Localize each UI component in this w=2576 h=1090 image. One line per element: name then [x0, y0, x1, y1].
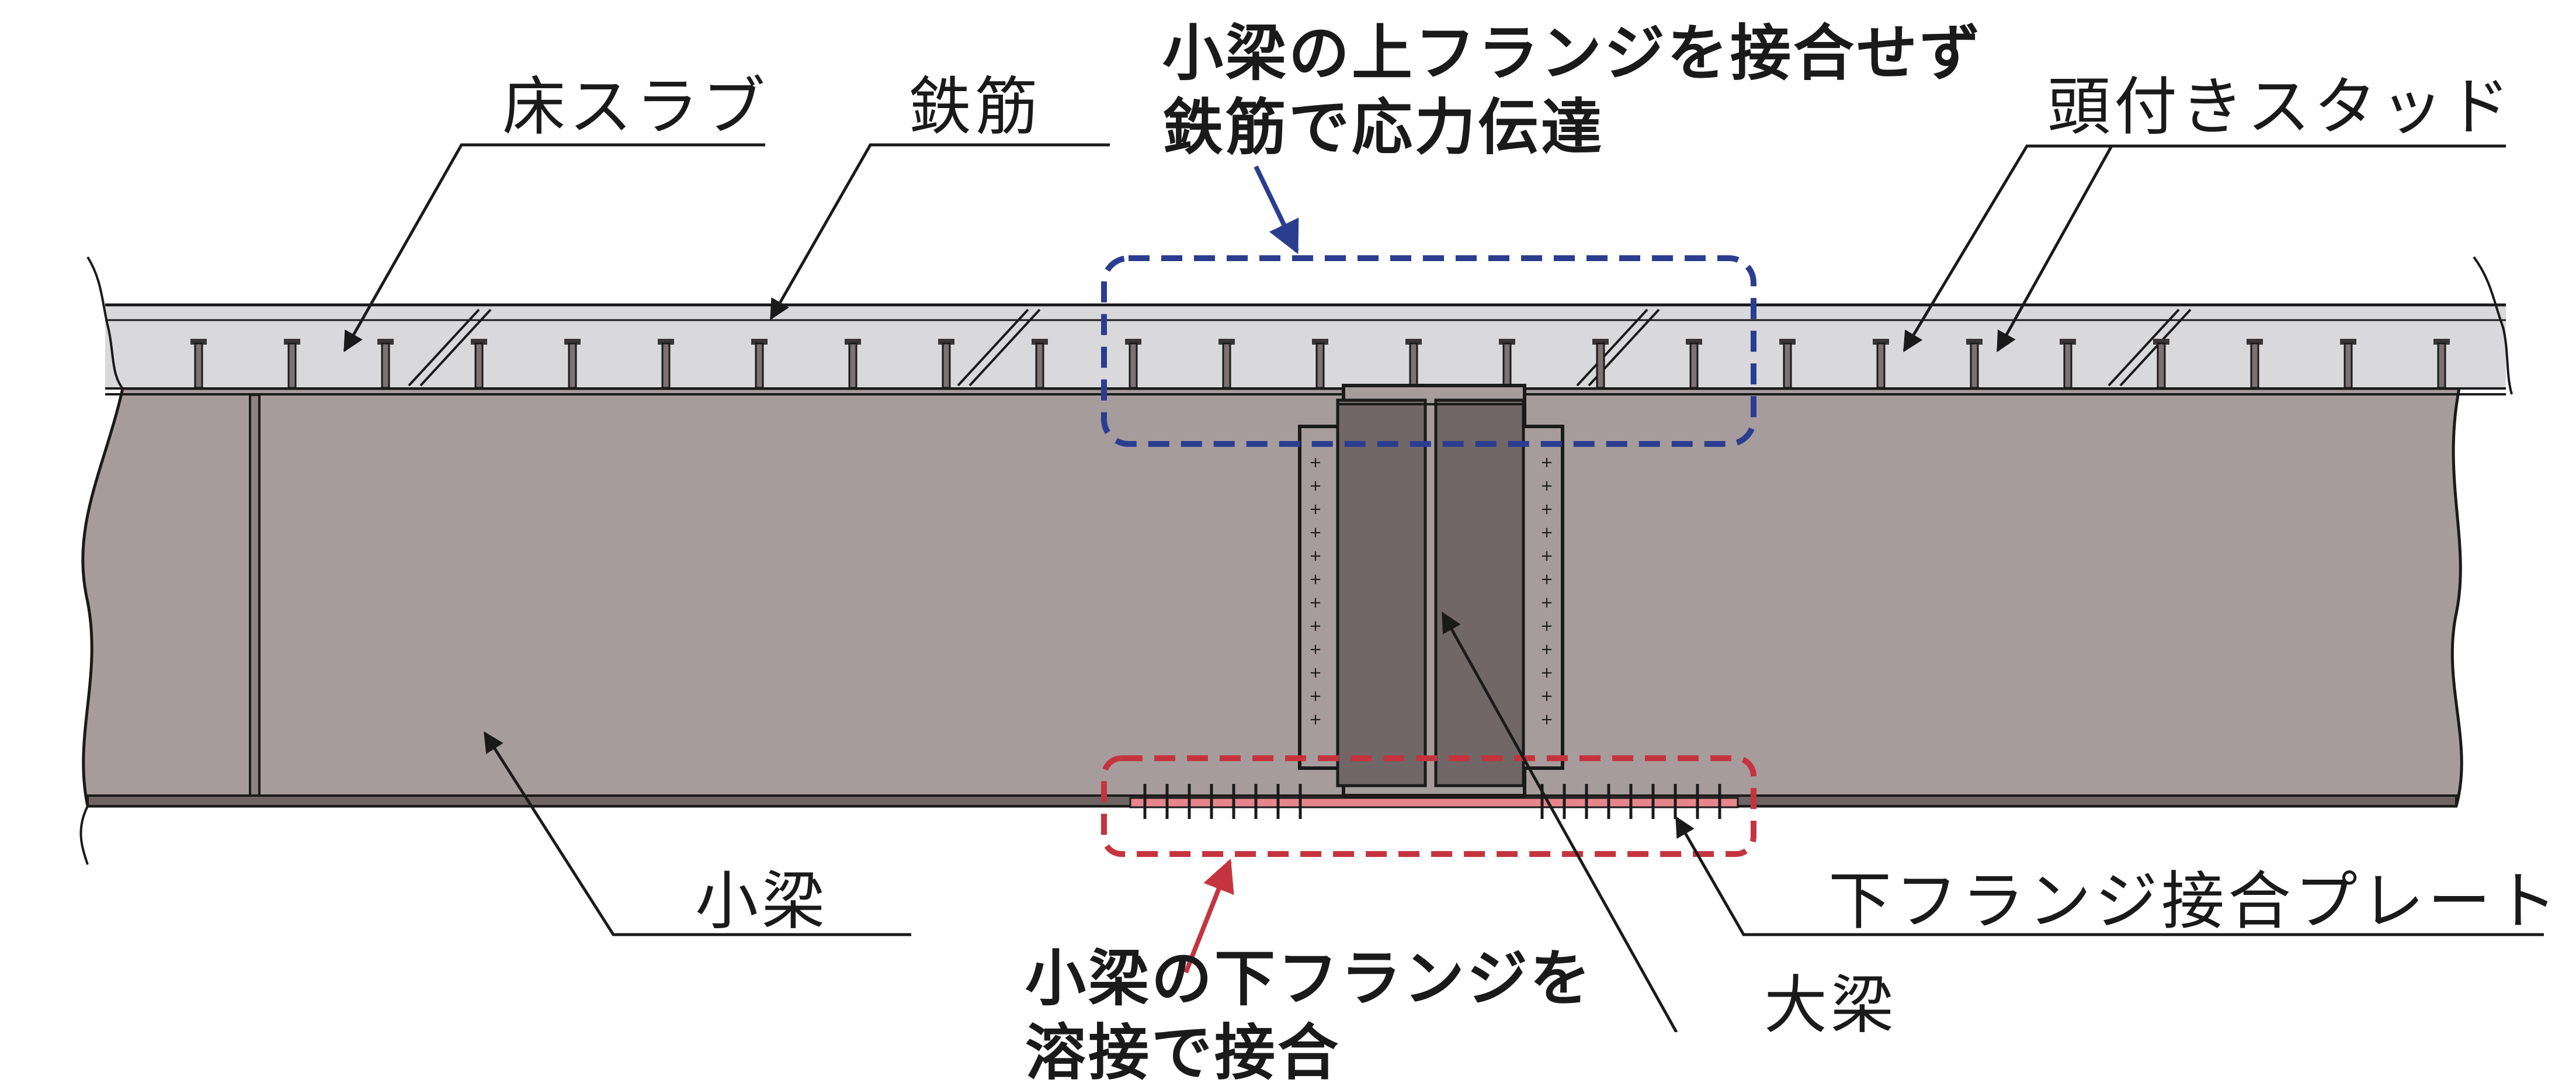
- bolt-mark: +: [1540, 547, 1553, 565]
- left-break-line-lower: [79, 806, 89, 865]
- label-top-note: 小梁の上フランジを接合せず 鉄筋で応力伝達: [1162, 16, 1983, 165]
- stud: [1125, 339, 1141, 389]
- bolt-mark: +: [1540, 664, 1553, 682]
- main-beam: [1298, 384, 1564, 797]
- stud: [564, 339, 581, 389]
- bolt-mark: +: [1309, 594, 1322, 612]
- bolt-mark: +: [1540, 688, 1553, 705]
- main-beam-left-half: [1336, 398, 1427, 787]
- label-small-beam: 小梁: [695, 865, 829, 938]
- bolt-mark: +: [1540, 711, 1553, 728]
- stud: [190, 339, 207, 389]
- stud: [377, 339, 394, 389]
- top-note-line-1: 小梁の上フランジを接合せず: [1162, 18, 1983, 89]
- bolt-mark: +: [1309, 524, 1322, 541]
- bolt-mark: +: [1309, 571, 1322, 588]
- lower-flange-plate: [1129, 797, 1739, 808]
- bolt-mark: +: [1540, 454, 1553, 471]
- stud: [2153, 339, 2169, 389]
- stud: [2433, 339, 2450, 389]
- label-main-beam: 大梁: [1764, 969, 1898, 1042]
- rebar-diagonals: [408, 308, 2192, 387]
- bottom-note-line-1: 小梁の下フランジを: [1025, 943, 1593, 1014]
- stud: [2247, 339, 2263, 389]
- stud: [1312, 339, 1328, 389]
- beam-joint-diagram: + + + + + + + + + + + + + + + + + + + + + + + + 床スラブ 鉄筋 頭付きスタッド…: [79, 16, 2561, 1088]
- bolt-mark: +: [1540, 571, 1553, 588]
- bolt-mark: +: [1309, 688, 1322, 705]
- stud: [471, 339, 487, 389]
- main-beam-right-half: [1434, 398, 1525, 787]
- stud: [1966, 339, 1983, 389]
- bolt-mark: +: [1540, 524, 1553, 541]
- label-bottom-note: 小梁の下フランジを 溶接で接合: [1025, 942, 1593, 1090]
- leader-top-note: [1254, 165, 1299, 255]
- leader-stud-2: [1996, 145, 2113, 353]
- floor-slab-band: [105, 307, 2506, 388]
- headed-studs: [190, 339, 2450, 389]
- bolt-mark: +: [1540, 641, 1553, 658]
- stud: [1218, 339, 1235, 389]
- bottom-highlight-box: [1101, 755, 1756, 857]
- leader-bottom-plate: [1675, 815, 2544, 936]
- stud: [1032, 339, 1048, 389]
- small-beam-web: [81, 387, 2463, 808]
- leader-small-beam: [483, 731, 911, 936]
- stiffener: [249, 394, 261, 797]
- leader-main-beam: [1441, 611, 1678, 1032]
- stud: [284, 339, 300, 389]
- connection-bolts: + + + + + + + + + + + + + + + + + + + + + + + +: [1309, 454, 1553, 728]
- leader-rebar: [769, 143, 1110, 321]
- weld-ticks: [1143, 784, 1721, 819]
- leader-bottom-note: [1183, 858, 1234, 974]
- bolt-mark: +: [1540, 477, 1553, 495]
- bolt-mark: +: [1309, 454, 1322, 471]
- drawing-canvas: + + + + + + + + + + + + + + + + + + + + + + + +: [79, 143, 2544, 1032]
- stud: [938, 339, 954, 389]
- bolt-mark: +: [1540, 594, 1553, 612]
- label-stud: 頭付きスタッド: [2047, 71, 2514, 144]
- top-note-line-2: 鉄筋で応力伝達: [1162, 91, 1605, 163]
- bolt-mark: +: [1309, 477, 1322, 495]
- stud: [2060, 339, 2076, 389]
- right-break-line: [2473, 256, 2513, 395]
- label-floor-slab: 床スラブ: [502, 71, 769, 144]
- bolt-mark: +: [1309, 711, 1322, 728]
- stud: [658, 339, 674, 389]
- bolt-mark: +: [1540, 617, 1553, 635]
- left-break-line: [86, 256, 124, 390]
- leader-stud-1: [1903, 144, 2506, 353]
- stud: [1873, 339, 1889, 389]
- bolt-mark: +: [1309, 617, 1322, 635]
- label-rebar: 鉄筋: [908, 71, 1042, 144]
- label-bottom-plate: 下フランジ接合プレート: [1828, 865, 2561, 938]
- stud: [2340, 339, 2356, 389]
- top-highlight-box: [1101, 255, 1756, 447]
- stud: [1592, 339, 1609, 389]
- bottom-note-line-2: 溶接で接合: [1025, 1016, 1341, 1088]
- stud: [1686, 339, 1702, 389]
- bolt-mark: +: [1309, 547, 1322, 565]
- bolt-mark: +: [1309, 501, 1322, 518]
- bolt-mark: +: [1309, 641, 1322, 658]
- leader-lines: [343, 143, 2544, 1032]
- bolt-mark: +: [1309, 664, 1322, 682]
- leader-floor-slab: [343, 143, 765, 353]
- stud: [845, 339, 861, 389]
- bolt-mark: +: [1540, 501, 1553, 518]
- stud: [1779, 339, 1796, 389]
- stud: [751, 339, 768, 389]
